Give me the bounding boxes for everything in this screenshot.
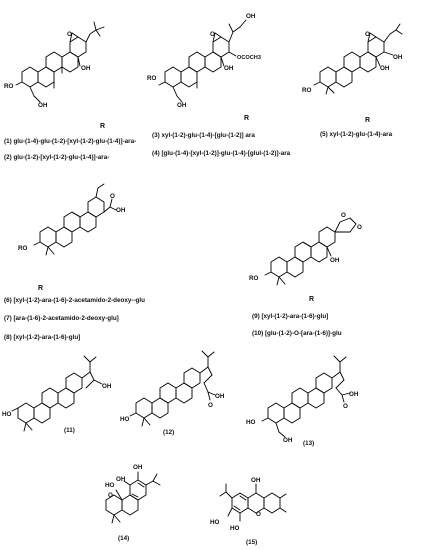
ho-label: HO <box>230 525 240 532</box>
oxygen-label: O <box>108 492 113 499</box>
compound-4-sugar: (4) [glu-(1-4)-[xyl-(1-2)]-glu-(1-4)-[gl… <box>152 150 291 157</box>
structure-c-row1: RO OH OH O <box>302 23 403 95</box>
oh-label: OH <box>215 393 225 400</box>
compound-number: (11) <box>64 427 75 434</box>
oh-label: OH <box>133 464 143 471</box>
oh-label: OH <box>116 476 126 483</box>
structure-b-row2: RO OH O O <box>249 212 362 286</box>
oxygen-label: O <box>210 31 215 38</box>
r-header: R <box>365 117 370 124</box>
ho-label: HO <box>105 482 115 489</box>
structure-a-row1: RO OH OH O <box>4 21 105 109</box>
compound-6-sugar: (6) [xyl-(1-2)-ara-(1-6)-2-acetamido-2-d… <box>4 297 145 304</box>
compound-number: (14) <box>118 535 129 542</box>
oh-label: OH <box>81 65 91 72</box>
oh-label: OH <box>116 207 126 214</box>
ho-label: HO <box>246 419 256 426</box>
oh-label: OH <box>330 257 340 264</box>
structure-13: HO OH OH O (13) <box>246 355 359 447</box>
structure-14: HO OH OH O (14) <box>105 464 161 542</box>
oh-label: OH <box>251 477 261 484</box>
oh-label: OH <box>246 13 256 20</box>
oh-label: OH <box>380 65 390 72</box>
compound-number: (13) <box>303 440 314 447</box>
structure-15: HO HO OH O (15) <box>210 477 287 546</box>
ho-label: HO <box>2 411 12 418</box>
compound-10-sugar: (10) [glu-(1-2)-O-[ara-(1-6)]-glu <box>252 330 342 337</box>
oh-label: OH <box>102 383 112 390</box>
ro-label: RO <box>249 275 259 282</box>
oxygen-label: O <box>208 402 213 409</box>
ro-label: RO <box>302 87 312 94</box>
r-header: R <box>309 296 314 303</box>
oh-label: OH <box>393 54 403 61</box>
compound-7-sugar: (7) [ara-(1-6)-2-acetamido-2-deoxy-glu] <box>4 315 119 322</box>
ro-label: RO <box>147 75 157 82</box>
structure-12: HO OH O (12) <box>120 350 225 436</box>
oh-label: OH <box>177 102 187 109</box>
oxygen-label: O <box>67 31 72 38</box>
structure-b-row1: RO OH OH OH O OCOCH3 <box>147 13 261 109</box>
compound-1-sugar: (1) glu-(1-4)-glu-(1-2)-[xyl-(1-2)-glu-(… <box>4 138 136 145</box>
oxygen-label: O <box>365 31 370 38</box>
ro-label: RO <box>4 83 14 90</box>
oxygen-label: O <box>357 224 362 231</box>
compound-number: (12) <box>163 429 174 436</box>
compound-5-sugar: (5) xyl-(1-2)-glu-(1-4)-ara <box>320 131 393 138</box>
compound-number: (15) <box>246 539 257 546</box>
compound-2-sugar: (2) glu-(1-2)-[xyl-(1-2)-glu-(1-4)]-ara- <box>4 154 109 161</box>
oxygen-label: O <box>341 212 346 219</box>
structure-a-row2: RO OH O <box>18 183 126 256</box>
structure-11: HO OH (11) <box>2 355 112 434</box>
compound-8-sugar: (8) [xyl-(1-2)-ara-(1-6)-glu] <box>4 334 80 341</box>
compound-3-sugar: (3) xyl-(1-2)-glu-(1-4)-[glu-(1-2)] ara <box>152 132 255 139</box>
r-header: R <box>244 115 249 122</box>
oh-label: OH <box>224 65 234 72</box>
ho-label: HO <box>210 519 220 526</box>
oh-label: OH <box>349 391 359 398</box>
r-header: R <box>100 123 105 130</box>
r-header: R <box>38 285 43 292</box>
oxygen-label: O <box>343 403 348 410</box>
oxygen-label: O <box>256 511 261 518</box>
acetate-label: OCOCH3 <box>237 55 261 61</box>
oxygen-label: O <box>110 193 115 200</box>
oh-label: OH <box>283 437 293 444</box>
compound-9-sugar: (9) [xyl-(1-2)-ara-(1-6)-glu] <box>252 313 328 320</box>
ho-label: HO <box>120 416 130 423</box>
oh-label: OH <box>38 102 48 109</box>
ro-label: RO <box>18 245 28 252</box>
